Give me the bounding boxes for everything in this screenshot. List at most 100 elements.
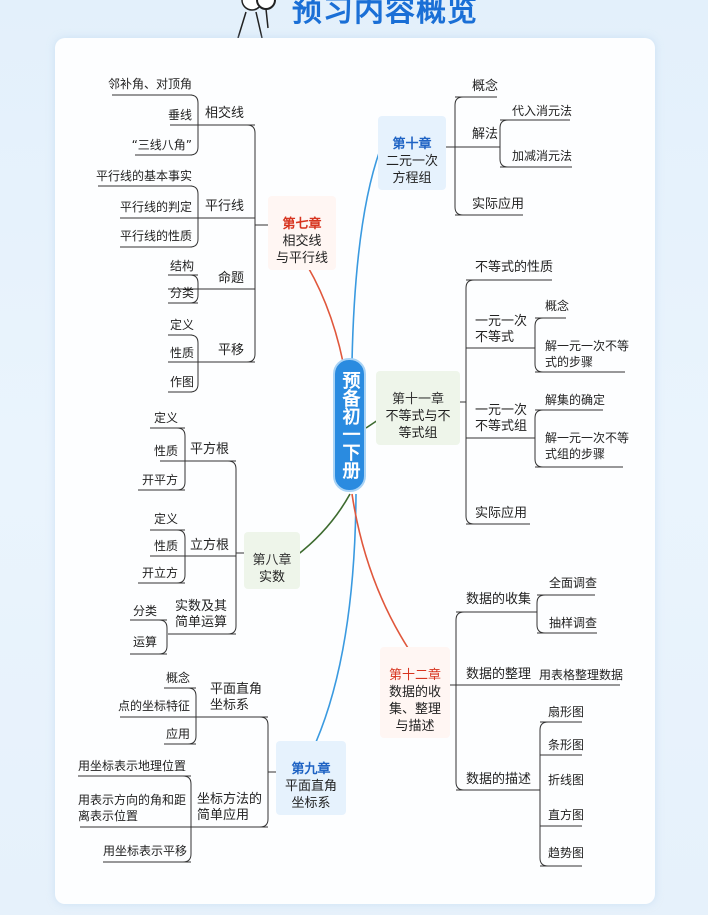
ch9-leaf: 应用 [165, 727, 190, 741]
bracket-line [534, 409, 544, 468]
mascot-magnifier-illustration [237, 0, 276, 39]
ch12-topic: 数据的整理 [466, 667, 532, 682]
chapter-10-link [351, 149, 381, 363]
ch12-topic: 数据的描述 [466, 772, 532, 787]
chapter-8-link [295, 493, 351, 557]
chapter-11-number: 第十一章 [391, 392, 444, 407]
chapter-12-node: 第十二章数据的收 集、整理 与描述 [380, 647, 450, 738]
ch11-topic: 不等式的性质 [475, 260, 554, 275]
ch8-leaf: 定义 [153, 411, 178, 425]
bracket-line [499, 119, 509, 168]
ch8-leaf: 定义 [153, 512, 178, 526]
ch12-leaf: 条形图 [548, 738, 585, 752]
bracket-line [246, 124, 256, 363]
chapter-9-link [315, 493, 357, 743]
ch8-topic: 实数及其 简单运算 [175, 599, 228, 630]
bracket-line [227, 460, 237, 635]
ch11-leaf: 概念 [545, 299, 570, 313]
bracket-line [158, 619, 168, 655]
ch12-leaf: 趋势图 [548, 846, 585, 860]
bracket-line [189, 334, 199, 393]
ch11-leaf: 解一元一次不等 式的步骤 [545, 339, 630, 369]
ch7-leaf: 结构 [170, 259, 195, 273]
ch10-topic: 实际应用 [472, 197, 525, 212]
bracket-line [189, 94, 199, 156]
bracket-line [176, 427, 186, 491]
ch9-leaf: 用坐标表示平移 [103, 844, 188, 858]
bracket-line [534, 317, 544, 373]
ch12-leaf: 直方图 [548, 808, 585, 822]
ch7-leaf: 平行线的判定 [119, 200, 192, 214]
ch7-leaf: 邻补角、对顶角 [107, 77, 192, 91]
bracket-line [182, 775, 192, 863]
bracket-line [189, 274, 199, 304]
ch10-leaf: 代入消元法 [512, 104, 573, 118]
ch11-topic: 实际应用 [475, 506, 528, 521]
ch7-leaf: “三线八角” [131, 138, 192, 152]
chapter-10-node: 第十章二元一次 方程组 [378, 116, 446, 190]
ch9-topic: 坐标方法的 简单应用 [197, 792, 263, 823]
ch8-topic: 立方根 [190, 538, 230, 553]
chapter-9-title: 平面直角 坐标系 [284, 779, 337, 811]
bracket-line [187, 687, 197, 745]
ch9-leaf: 点的坐标特征 [117, 699, 190, 713]
ch7-leaf: 平行线的基本事实 [95, 169, 192, 183]
chapter-10-title: 二元一次 方程组 [385, 154, 438, 186]
chapter-8-number: 第八章 [252, 553, 292, 568]
ch9-leaf: 用坐标表示地理位置 [78, 759, 187, 773]
chapter-12-number: 第十二章 [388, 668, 441, 683]
ch7-topic: 平移 [218, 343, 245, 358]
bracket-line [454, 96, 464, 216]
ch8-leaf: 开立方 [141, 566, 178, 580]
ch7-leaf: 分类 [170, 286, 195, 300]
chapter-8-title: 实数 [258, 570, 285, 585]
chapter-9-node: 第九章平面直角 坐标系 [276, 741, 346, 815]
ch7-topic: 命题 [218, 271, 245, 286]
ch8-leaf: 开平方 [141, 473, 178, 487]
ch11-leaf: 解集的确定 [545, 393, 606, 407]
ch7-leaf: 性质 [170, 346, 195, 360]
chapter-7-link [299, 253, 344, 363]
ch10-leaf: 加减消元法 [512, 149, 573, 163]
ch10-topic: 解法 [472, 127, 499, 142]
chapter-11-title: 不等式与不 等式组 [385, 409, 451, 441]
ch12-leaf: 扇形图 [548, 705, 585, 719]
bracket-line [259, 716, 269, 828]
bracket-line [189, 185, 199, 248]
bracket-line [536, 594, 546, 634]
chapter-7-title: 相交线 与平行线 [275, 234, 328, 266]
center-node: 预备初一下册 [333, 358, 366, 492]
ch9-leaf: 概念 [165, 671, 190, 685]
ch7-topic: 相交线 [205, 106, 245, 121]
bracket-line [539, 721, 549, 867]
chapter-11-node: 第十一章不等式与不 等式组 [376, 371, 460, 445]
bracket-line [176, 529, 186, 584]
ch8-leaf: 性质 [153, 539, 178, 553]
ch8-leaf: 运算 [133, 635, 158, 649]
chapter-7-number: 第七章 [282, 217, 322, 232]
chapter-7-node: 第七章相交线 与平行线 [268, 196, 336, 270]
chapter-9-number: 第九章 [291, 762, 331, 777]
ch12-leaf: 全面调查 [549, 576, 598, 590]
ch11-leaf: 解一元一次不等 式组的步骤 [545, 431, 630, 461]
ch12-leaf: 用表格整理数据 [539, 668, 624, 682]
ch7-leaf: 垂线 [167, 108, 192, 122]
ch8-leaf: 分类 [133, 604, 158, 618]
page-title: 预习内容概览 [292, 0, 478, 29]
chapter-8-node: 第八章实数 [244, 532, 300, 589]
ch9-leaf: 用表示方向的角和距 离表示位置 [78, 793, 187, 823]
ch12-topic: 数据的收集 [466, 592, 532, 607]
ch9-topic: 平面直角 坐标系 [210, 682, 263, 713]
ch7-leaf: 平行线的性质 [119, 229, 192, 243]
ch12-leaf: 折线图 [548, 773, 585, 787]
ch8-leaf: 性质 [153, 444, 178, 458]
ch11-topic: 一元一次 不等式 [475, 314, 528, 345]
ch10-topic: 概念 [472, 79, 499, 94]
chapter-12-title: 数据的收 集、整理 与描述 [388, 685, 441, 734]
ch7-leaf: 定义 [170, 318, 195, 332]
chapter-10-number: 第十章 [392, 137, 432, 152]
bracket-line [455, 611, 465, 791]
ch12-leaf: 抽样调查 [549, 616, 598, 630]
ch11-topic: 一元一次 不等式组 [475, 403, 528, 434]
